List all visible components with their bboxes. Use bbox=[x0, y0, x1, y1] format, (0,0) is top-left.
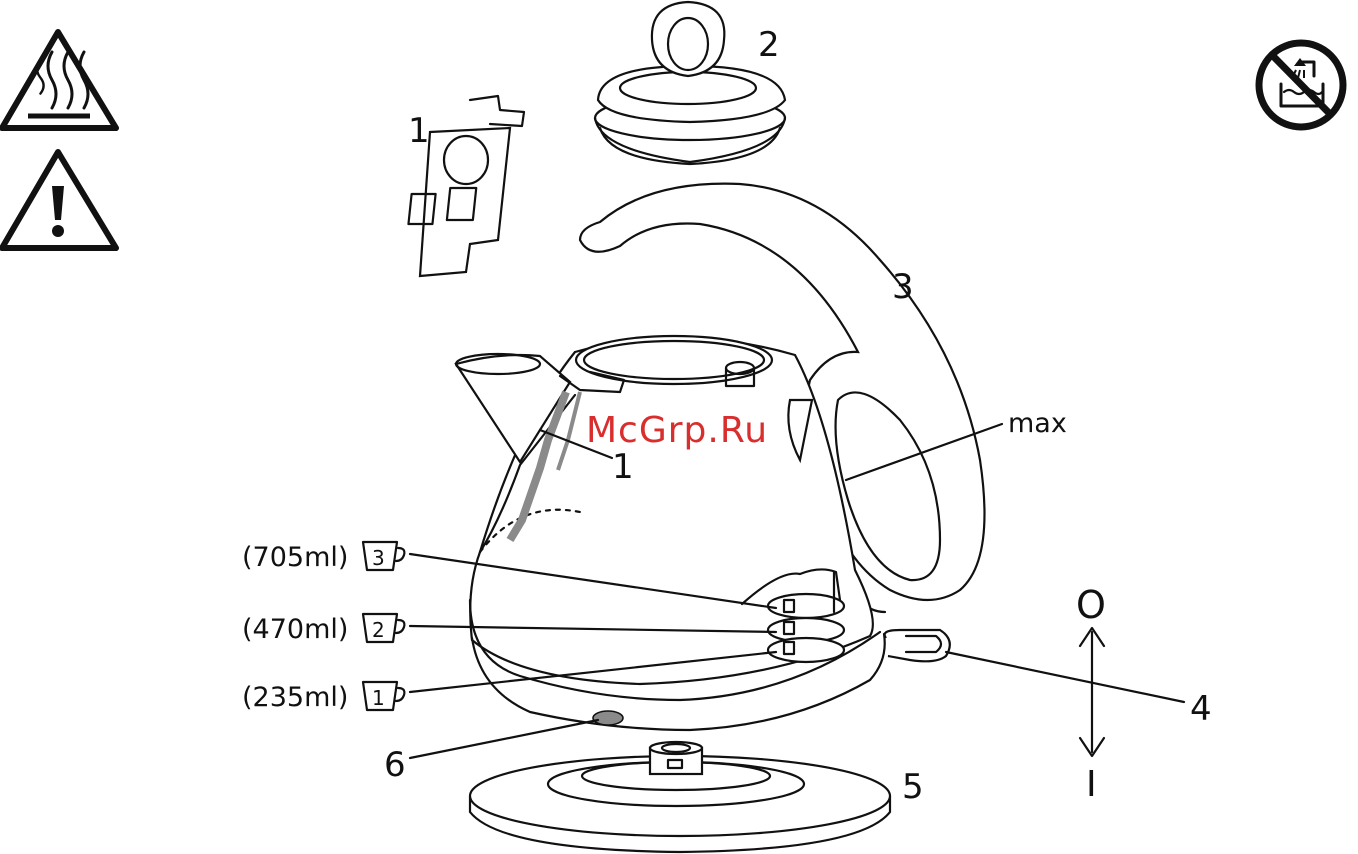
cup-number-3: 3 bbox=[372, 546, 385, 570]
cup-number-1: 1 bbox=[372, 686, 385, 710]
switch-arrow bbox=[1080, 628, 1104, 756]
callout-filter: 1 bbox=[408, 111, 430, 151]
callout-switch: 4 bbox=[1190, 689, 1212, 729]
switch-off-symbol: O bbox=[1076, 583, 1106, 627]
cup-volume-1: (235ml) bbox=[242, 682, 348, 713]
cup-number-2: 2 bbox=[372, 618, 385, 642]
callout-base: 5 bbox=[902, 767, 924, 807]
callout-lid: 2 bbox=[758, 25, 780, 65]
lid bbox=[595, 2, 785, 164]
switch-on-symbol: I bbox=[1086, 764, 1097, 805]
cup-icon-3: 3 bbox=[363, 542, 404, 570]
hot-surface-icon bbox=[2, 32, 116, 128]
callout-light: 6 bbox=[384, 745, 406, 785]
cup-icon-2: 2 bbox=[363, 614, 404, 642]
caution-icon bbox=[2, 152, 116, 248]
power-base bbox=[470, 742, 890, 852]
cup-volume-2: (470ml) bbox=[242, 614, 348, 645]
cup-volume-3: (705ml) bbox=[242, 542, 348, 573]
max-label: max bbox=[1008, 408, 1067, 439]
no-immersion-icon bbox=[1259, 43, 1343, 127]
callout-filter-inside: 1 bbox=[612, 447, 634, 487]
watermark: McGrp.Ru bbox=[586, 410, 768, 451]
cup-icon-1: 1 bbox=[363, 682, 404, 710]
callout-handle: 3 bbox=[892, 267, 914, 307]
